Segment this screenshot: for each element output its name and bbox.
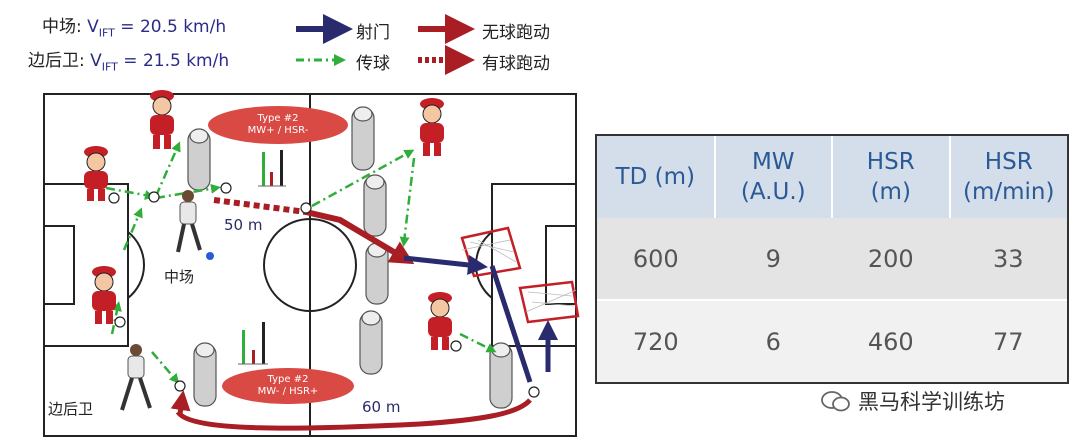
- bar-icon-bottom: [238, 322, 268, 365]
- run-no-ball-arrow-bottom-start: [170, 390, 191, 415]
- table-row: 600 9 200 33: [597, 218, 1067, 301]
- table-cell: 9: [714, 218, 832, 301]
- table-cell: 600: [597, 218, 715, 301]
- center-circle: [263, 218, 357, 312]
- run-no-ball-arrow: [305, 209, 415, 265]
- pass-arrow: [122, 207, 143, 251]
- mannequin-icon: [489, 342, 513, 409]
- shot-arrow: [489, 265, 533, 383]
- distance-label-60: 60 m: [362, 398, 401, 416]
- watermark-text: 黑马科学训练坊: [858, 390, 1005, 414]
- legend-pass-label: 传球: [356, 54, 390, 74]
- legend-fullback-value: = 21.5 km/h: [117, 51, 230, 71]
- legend-v-symbol: V: [87, 17, 99, 37]
- right-penalty-arc: [475, 231, 493, 299]
- left-penalty-arc: [127, 231, 145, 299]
- type-label-bottom: Type #2 MW- / HSR+: [222, 374, 354, 398]
- bar-icon-top: [258, 150, 286, 187]
- fullback-player-icon: [120, 344, 152, 411]
- distance-label-50: 50 m: [224, 216, 263, 234]
- pass-arrows: [105, 141, 497, 384]
- type-ellipse-bottom: [222, 368, 354, 404]
- legend-shot-label: 射门: [356, 23, 390, 43]
- type-label-line: Type #2: [257, 113, 299, 124]
- table-header-cell: MW(A.U.): [714, 136, 833, 218]
- run-with-ball-arrow: [213, 197, 307, 215]
- pass-arrow: [459, 332, 497, 353]
- right-goal-box: [545, 225, 577, 305]
- legend-run-label: 无球跑动: [482, 23, 550, 43]
- left-goal-box: [43, 225, 75, 305]
- mannequin-icon: [193, 342, 217, 407]
- table-row: 720 6 460 77: [597, 300, 1067, 382]
- legend-fullback-speed: 边后卫: VIFT = 21.5 km/h: [28, 46, 229, 73]
- type-ellipse-top: [208, 106, 348, 144]
- legend-subscript: IFT: [98, 26, 115, 40]
- table-cell: 460: [832, 300, 950, 382]
- pitch-lines: [43, 93, 577, 437]
- table-header-cell: TD (m): [597, 136, 716, 218]
- run-no-ball-arrow-bottom: [175, 398, 532, 431]
- pass-arrow: [105, 186, 155, 201]
- coach-figure-icon: [150, 90, 174, 149]
- goal-icon: [518, 280, 580, 324]
- legend-v-symbol: V: [90, 51, 102, 71]
- watermark: 黑马科学训练坊: [820, 386, 1005, 416]
- table-cell: 6: [714, 300, 832, 382]
- pass-arrow: [154, 141, 181, 197]
- fullback-label: 边后卫: [48, 400, 94, 418]
- chat-bubble-icon: [821, 391, 850, 412]
- legend-subscript: IFT: [101, 60, 118, 74]
- ball-icon: [148, 191, 160, 203]
- coach-figure-icon: [84, 146, 108, 201]
- coach-figure-icon: [428, 292, 452, 350]
- ball-icon: [108, 192, 120, 204]
- table-cell: 720: [597, 300, 715, 382]
- legend-midfielder-label: 中场:: [42, 17, 88, 37]
- coach-figure-icon: [92, 266, 116, 324]
- midfielder-label: 中场: [164, 268, 195, 286]
- mannequin-icon: [359, 310, 383, 375]
- mannequin-icon: [363, 174, 387, 237]
- mannequins: [187, 106, 513, 409]
- type-label-top: Type #2 MW+ / HSR-: [208, 113, 348, 137]
- legend-midfielder-speed: 中场: VIFT = 20.5 km/h: [42, 12, 226, 39]
- mannequin-icon: [365, 242, 389, 305]
- type-label-line: Type #2: [267, 374, 309, 385]
- balls: [108, 182, 540, 398]
- midfielder-player-icon: [176, 190, 214, 260]
- mini-goals: [460, 226, 580, 324]
- coach-figure-icon: [420, 98, 444, 156]
- table-header-cell: HSR(m/min): [949, 136, 1067, 218]
- ball-icon: [300, 202, 312, 214]
- table-header-row: TD (m) MW(A.U.) HSR(m) HSR(m/min): [597, 136, 1067, 218]
- ball-icon: [220, 182, 232, 194]
- ball-icon: [528, 386, 540, 398]
- legend-fullback-label: 边后卫:: [28, 51, 91, 71]
- coaches: [84, 90, 452, 350]
- shot-arrow: [403, 254, 488, 275]
- pass-arrow: [399, 157, 416, 247]
- stats-table: TD (m) MW(A.U.) HSR(m) HSR(m/min) 600 9 …: [595, 134, 1069, 384]
- ball-icon: [114, 316, 126, 328]
- ball-icon: [174, 380, 186, 392]
- ball-icon: [450, 340, 462, 352]
- table-cell: 77: [949, 300, 1067, 382]
- type-label-line: MW+ / HSR-: [247, 125, 309, 136]
- legend-run-ball-label: 有球跑动: [482, 54, 550, 74]
- type-label-line: MW- / HSR+: [257, 386, 319, 397]
- legend-midfielder-value: = 20.5 km/h: [114, 17, 227, 37]
- table-cell: 200: [832, 218, 950, 301]
- table-cell: 33: [949, 218, 1067, 301]
- mannequin-icon: [351, 106, 375, 171]
- table-header-cell: HSR(m): [832, 136, 951, 218]
- pass-arrow: [151, 351, 180, 384]
- mannequin-icon: [187, 128, 211, 191]
